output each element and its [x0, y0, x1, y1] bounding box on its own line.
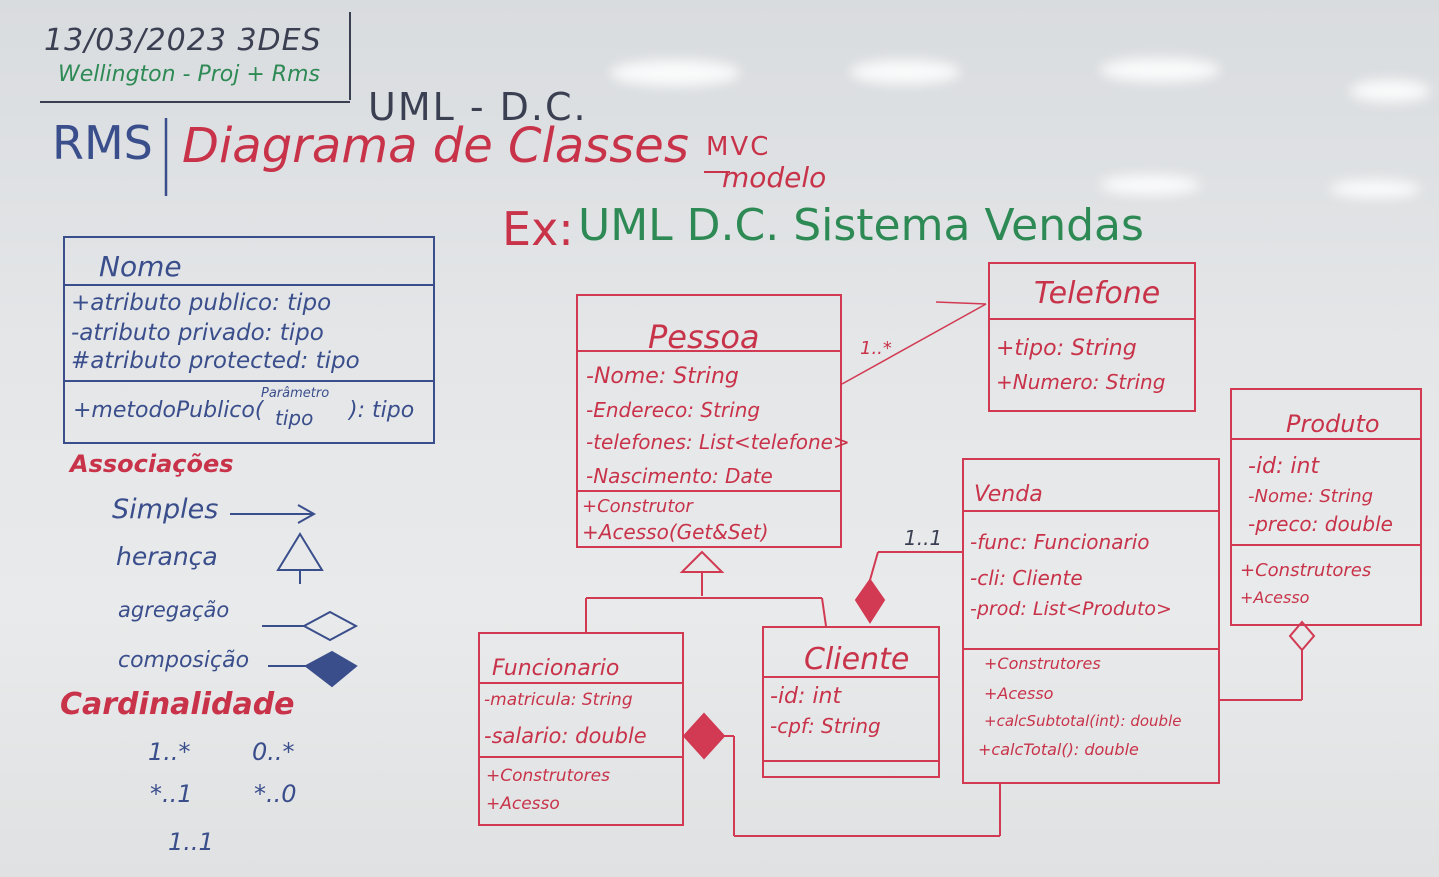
attribute: -salario: double — [484, 724, 647, 748]
class-name: Funcionario — [492, 656, 620, 681]
method: +Acesso — [984, 684, 1054, 703]
association-aggregation: agregação — [118, 598, 230, 622]
light-reflection — [1100, 58, 1220, 82]
legend-method: +metodoPublico( — [73, 398, 264, 423]
attribute: -Nome: String — [1248, 486, 1374, 507]
light-reflection — [610, 60, 740, 86]
cardinality-value: 1..1 — [168, 828, 214, 856]
light-reflection — [1350, 80, 1430, 102]
aggregation-produto-venda — [1220, 620, 1316, 701]
light-reflection — [1100, 175, 1200, 195]
attribute: -func: Funcionario — [970, 530, 1150, 554]
method: +Acesso — [1240, 588, 1310, 607]
class-cliente: Cliente -id: int -cpf: String — [762, 626, 940, 778]
date-line: 13/03/2023 3DES — [44, 23, 322, 58]
class-name: Pessoa — [648, 318, 760, 356]
uml-dc-label: UML - D.C. — [368, 85, 588, 129]
composition-cliente-venda — [854, 551, 962, 624]
cardinality-heading: Cardinalidade — [60, 687, 295, 722]
legend-attribute: #atributo protected: tipo — [71, 348, 360, 374]
method: +calcSubtotal(int): double — [984, 712, 1182, 730]
class-pessoa: Pessoa -Nome: String -Endereco: String -… — [576, 294, 850, 548]
cardinality-value: 0..* — [252, 738, 295, 766]
name-line: Wellington - Proj + Rms — [58, 62, 320, 87]
legend-class-box: Nome +atributo publico: tipo -atributo p… — [63, 236, 435, 444]
example-prefix: Ex: — [502, 202, 574, 256]
attribute: -cpf: String — [770, 714, 881, 738]
association-composition: composição — [118, 648, 250, 673]
light-reflection — [1330, 180, 1420, 198]
attribute: -prod: List<Produto> — [970, 598, 1172, 620]
legend-method-return: ): tipo — [349, 398, 415, 423]
attribute: -Endereco: String — [586, 398, 761, 422]
class-funcionario: Funcionario -matricula: String -salario:… — [478, 632, 684, 826]
method: +Construtores — [984, 654, 1101, 673]
legend-method-param: Parâmetro — [261, 386, 330, 401]
cardinality-value: 1..* — [148, 738, 191, 766]
method: +Construtores — [486, 766, 610, 786]
legend-method-param-type: tipo — [275, 406, 314, 430]
multiplicity-cliente-venda: 1..1 — [904, 526, 943, 550]
attribute: -matricula: String — [484, 690, 633, 710]
associations-heading: Associações — [70, 450, 234, 478]
light-reflection — [850, 60, 960, 84]
mvc-label: MVC — [706, 132, 771, 162]
association-inheritance: herança — [116, 542, 218, 571]
legend-attribute: +atributo publico: tipo — [71, 290, 332, 316]
rms-label: RMS — [52, 116, 153, 170]
class-produto: Produto -id: int -Nome: String -preco: d… — [1230, 388, 1422, 626]
attribute: -Nascimento: Date — [586, 464, 773, 488]
legend-class-name: Nome — [99, 250, 182, 283]
method: +Construtores — [1240, 560, 1372, 581]
attribute: -cli: Cliente — [970, 566, 1083, 590]
modelo-label: modelo — [722, 161, 827, 194]
example-title: UML D.C. Sistema Vendas — [578, 200, 1144, 251]
attribute: +Numero: String — [996, 370, 1166, 394]
attribute: -preco: double — [1248, 512, 1393, 536]
class-telefone: Telefone +tipo: String +Numero: String — [988, 262, 1196, 412]
composition-diamond-icon — [268, 650, 358, 688]
method: +Acesso(Get&Set) — [582, 520, 769, 544]
page-title: Diagrama de Classes — [182, 118, 689, 174]
attribute: +tipo: String — [996, 336, 1137, 361]
cardinality-value: *..1 — [150, 780, 193, 808]
cardinality-value: *..0 — [254, 780, 297, 808]
pessoa-telefone-association — [841, 301, 987, 385]
attribute: -telefones: List<telefone> — [586, 430, 850, 454]
inheritance-triangle-icon — [276, 532, 324, 584]
simple-arrow-icon — [230, 504, 317, 524]
method: +calcTotal(): double — [978, 740, 1139, 759]
association-simple: Simples — [112, 494, 219, 525]
class-name: Produto — [1286, 410, 1380, 438]
multiplicity-pessoa-telefone: 1..* — [860, 338, 892, 359]
class-venda: Venda -func: Funcionario -cli: Cliente -… — [962, 458, 1220, 784]
method: +Acesso — [486, 794, 560, 814]
class-name: Cliente — [804, 642, 910, 677]
attribute: -id: int — [770, 684, 842, 709]
composition-funcionario-venda — [682, 712, 1001, 837]
attribute: -id: int — [1248, 454, 1320, 479]
inheritance-to-pessoa — [585, 550, 827, 632]
class-name: Venda — [974, 482, 1043, 507]
class-name: Telefone — [1034, 276, 1161, 311]
attribute: -Nome: String — [586, 364, 739, 389]
method: +Construtor — [582, 496, 693, 517]
legend-attribute: -atributo privado: tipo — [71, 320, 324, 346]
aggregation-diamond-icon — [262, 610, 359, 642]
